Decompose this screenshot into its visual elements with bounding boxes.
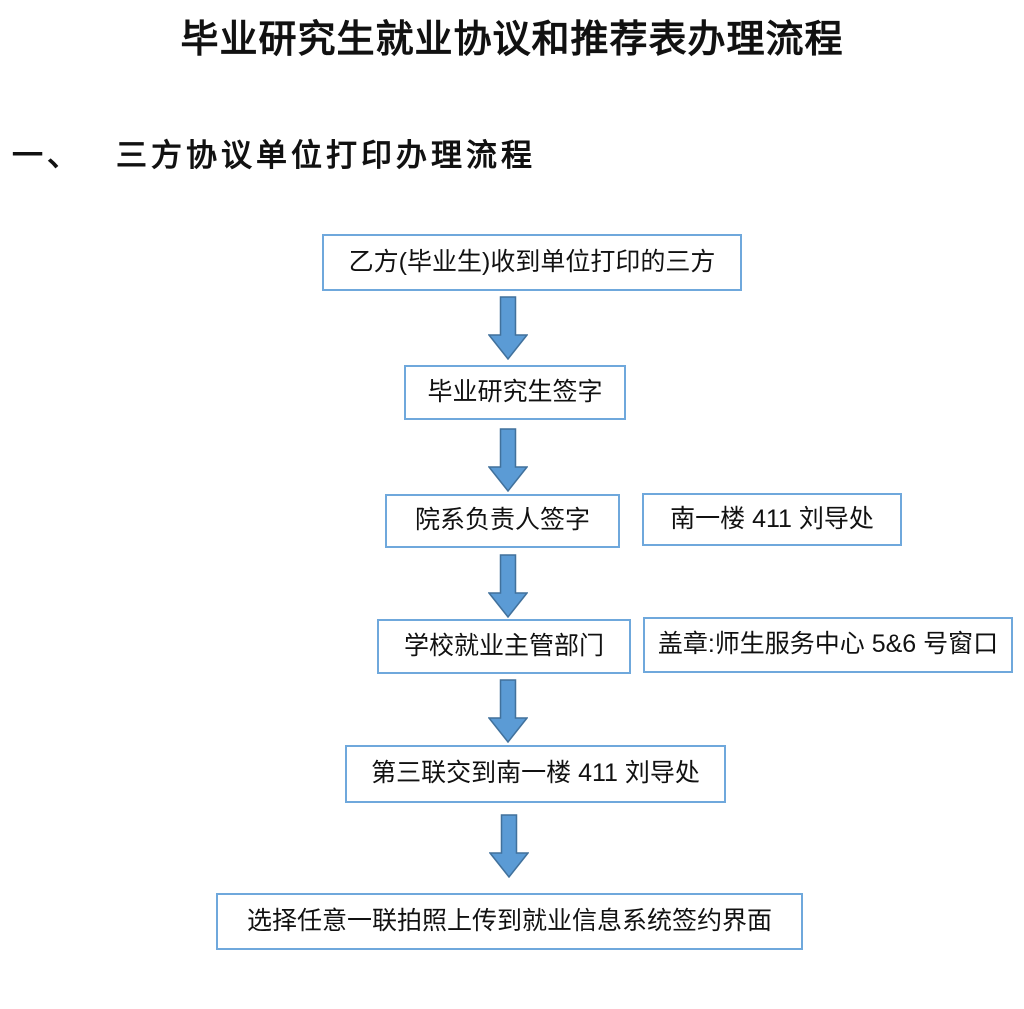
flow-note-location: 南一楼 411 刘导处	[642, 493, 902, 546]
down-arrow-icon	[488, 296, 528, 360]
flow-step-6: 选择任意一联拍照上传到就业信息系统签约界面	[216, 893, 803, 950]
section-number: 一、	[12, 138, 82, 173]
flow-step-3: 院系负责人签字	[385, 494, 620, 548]
down-arrow-icon	[488, 428, 528, 492]
down-arrow-icon	[488, 679, 528, 743]
section-title: 三方协议单位打印办理流程	[116, 138, 536, 173]
flow-step-label: 院系负责人签字	[414, 506, 590, 535]
flow-note-stamp: 盖章:师生服务中心 5&6 号窗口	[643, 617, 1013, 673]
flow-step-1: 乙方(毕业生)收到单位打印的三方	[322, 234, 742, 291]
down-arrow-icon	[488, 554, 528, 618]
page-title: 毕业研究生就业协议和推荐表办理流程	[180, 19, 844, 61]
flow-note-label: 南一楼 411 刘导处	[670, 504, 874, 533]
flow-step-label: 毕业研究生签字	[427, 377, 603, 406]
flow-step-label: 第三联交到南一楼 411 刘导处	[371, 759, 700, 788]
flow-step-label: 学校就业主管部门	[403, 631, 604, 660]
section-heading: 一、 三方协议单位打印办理流程	[12, 130, 536, 175]
down-arrow-icon	[489, 814, 529, 878]
flow-note-label: 盖章:师生服务中心 5&6 号窗口	[657, 630, 999, 659]
flow-step-5: 第三联交到南一楼 411 刘导处	[345, 745, 726, 803]
flow-step-4: 学校就业主管部门	[377, 619, 631, 674]
flow-step-label: 乙方(毕业生)收到单位打印的三方	[348, 247, 716, 276]
flow-step-label: 选择任意一联拍照上传到就业信息系统签约界面	[246, 906, 772, 935]
flow-step-2: 毕业研究生签字	[404, 365, 626, 420]
